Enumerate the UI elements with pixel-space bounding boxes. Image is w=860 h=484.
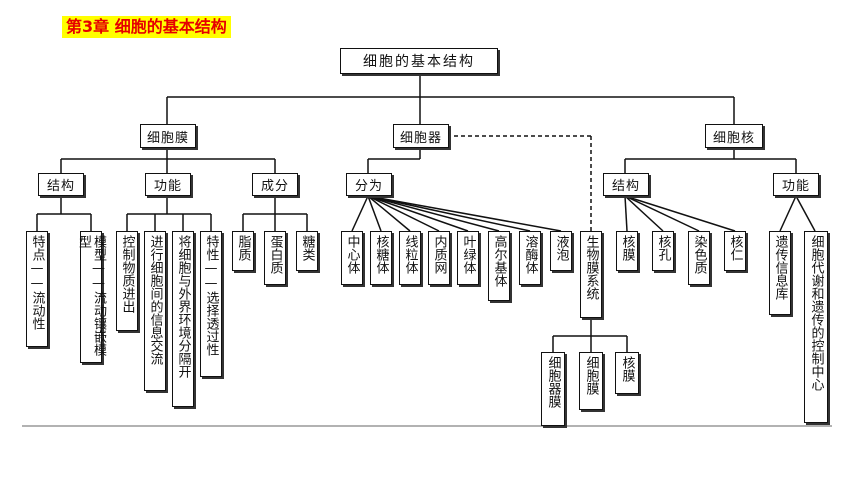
membrane-composition-item: 脂质 xyxy=(232,231,254,271)
membrane-node: 细胞膜 xyxy=(140,124,196,148)
organelle-item: 内质网 xyxy=(428,231,450,285)
root-node: 细胞的基本结构 xyxy=(340,48,498,74)
nucleus-node: 细胞核 xyxy=(705,124,763,148)
nucleus-structure-item: 染色质 xyxy=(688,231,710,285)
organelle-item: 液泡 xyxy=(550,231,572,271)
nucleus-structure-item: 核膜 xyxy=(616,231,638,271)
membrane-function-item: 特性——选择透过性 xyxy=(200,231,222,377)
membrane-structure-item: 模型——流动镶嵌模型 xyxy=(76,231,106,363)
biomembrane-system-node: 生物膜系统 xyxy=(580,231,602,318)
membrane-function-item: 控制物质进出 xyxy=(116,231,138,331)
organelle-item: 核糖体 xyxy=(370,231,392,285)
biomembrane-item: 细胞膜 xyxy=(579,352,603,410)
organelle-node: 细胞器 xyxy=(393,124,449,148)
organelle-item: 线粒体 xyxy=(399,231,421,285)
biomembrane-item: 核膜 xyxy=(615,352,639,394)
organelle-item: 中心体 xyxy=(341,231,363,285)
nucleus-structure-node: 结构 xyxy=(603,173,649,196)
membrane-composition-item: 糖类 xyxy=(296,231,318,271)
membrane-function-node: 功能 xyxy=(145,173,191,196)
biomembrane-item: 细胞器膜 xyxy=(541,352,565,426)
membrane-function-item: 进行细胞间的信息交流 xyxy=(144,231,166,391)
organelle-item: 溶酶体 xyxy=(519,231,541,285)
membrane-function-item: 将细胞与外界环境分隔开 xyxy=(172,231,194,407)
membrane-composition-item: 蛋白质 xyxy=(264,231,286,285)
organelle-item: 叶绿体 xyxy=(457,231,479,285)
membrane-structure-item: 特点——流动性 xyxy=(26,231,48,347)
membrane-structure-node: 结构 xyxy=(38,173,84,196)
nucleus-function-node: 功能 xyxy=(773,173,819,196)
nucleus-structure-item: 核仁 xyxy=(724,231,746,271)
nucleus-structure-item: 核孔 xyxy=(652,231,674,271)
membrane-composition-node: 成分 xyxy=(252,173,298,196)
chapter-title: 第3章 细胞的基本结构 xyxy=(62,16,231,38)
nucleus-function-item: 遗传信息库 xyxy=(769,231,791,315)
organelle-item: 高尔基体 xyxy=(488,231,510,301)
nucleus-function-item: 细胞代谢和遗传的控制中心 xyxy=(804,231,828,423)
organelle-divide-node: 分为 xyxy=(346,173,392,196)
